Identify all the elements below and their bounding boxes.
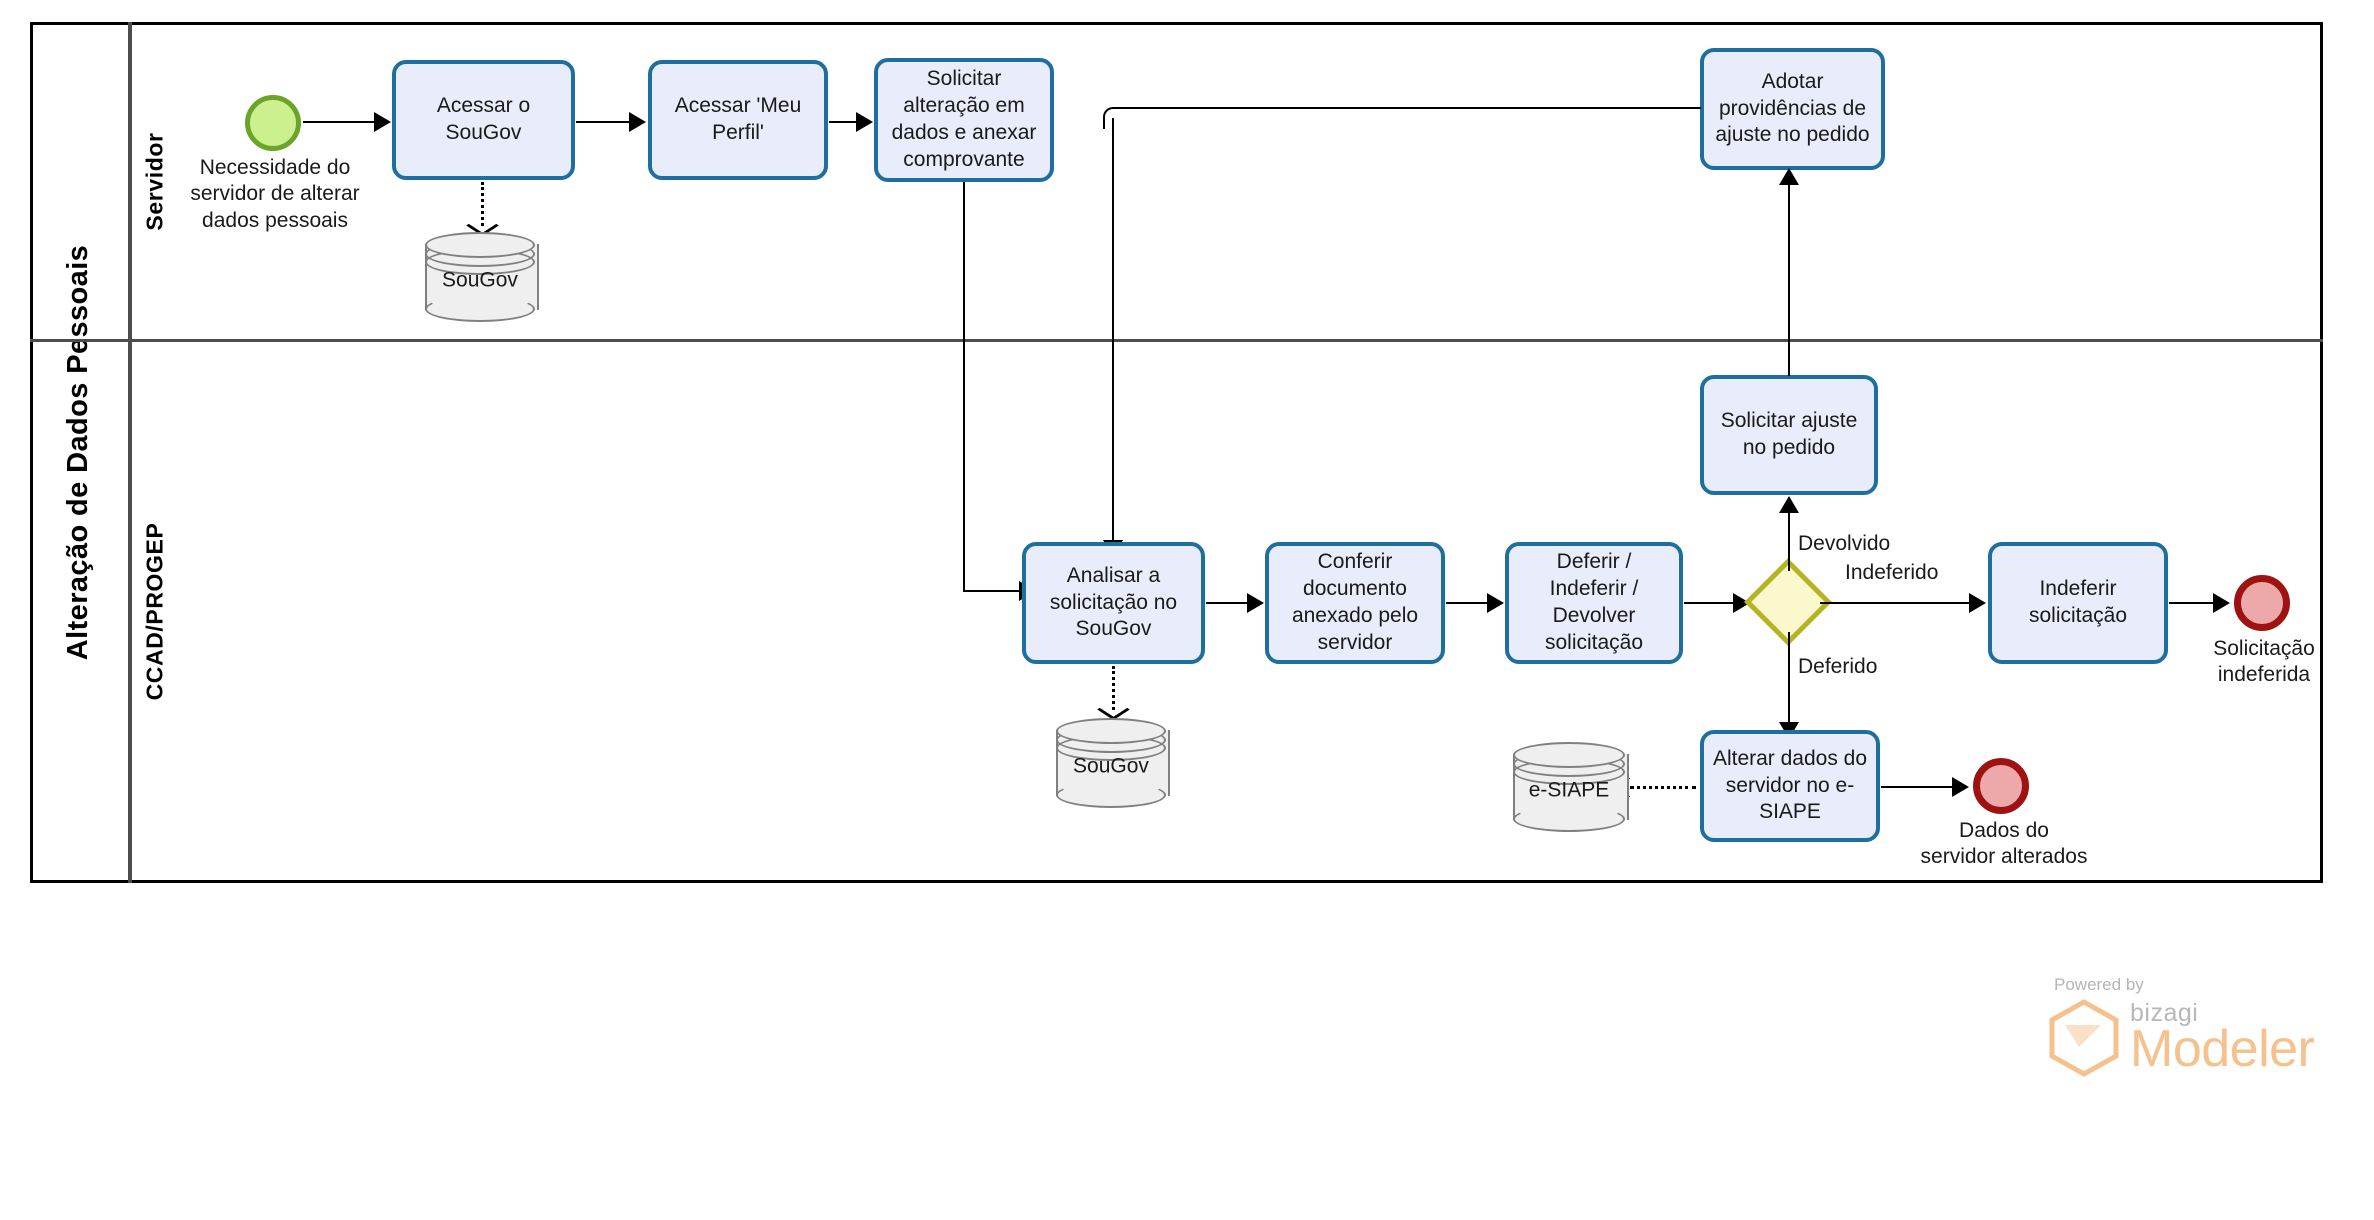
flow-label-indeferido: Indeferido [1845,561,1939,584]
association-acessar-sougov-to-datastore [481,182,484,226]
pool-alteracao-dados-pessoais [30,22,2323,883]
arrowhead [374,112,391,132]
lane-header-servidor: Servidor [131,24,179,339]
flow-gateway-devolvido [1788,508,1790,571]
flow-corner [1103,107,1125,129]
task-indeferir-solicitacao[interactable]: Indeferir solicitação [1988,542,2168,664]
flow-gateway-indeferido [1820,602,1970,604]
flow-solicitar-ajuste-to-adotar [1788,180,1790,376]
end-event-dados-alterados[interactable] [1973,758,2029,814]
task-solicitar-alteracao[interactable]: Solicitar alteração em dados e anexar co… [874,58,1054,182]
task-deferir-indeferir-devolver[interactable]: Deferir / Indeferir / Devolver solicitaç… [1505,542,1683,664]
arrowhead [629,112,646,132]
association-analisar-to-datastore [1112,666,1115,710]
task-conferir-documento[interactable]: Conferir documento anexado pelo servidor [1265,542,1445,664]
arrowhead [856,112,873,132]
flow-meu-perfil-to-solicitar-alteracao [829,121,857,123]
flow-solicitar-to-analisar-vertical [963,182,965,592]
logo-powered-by-text: Powered by [2054,975,2144,994]
flow-conferir-to-deferir [1446,602,1488,604]
bizagi-hexagon-icon [2048,999,2120,1077]
datastore-esiape: e-SIAPE [1513,742,1629,832]
datastore-sougov-top: SouGov [425,232,539,322]
arrowhead [1733,593,1750,613]
arrowhead [1779,496,1799,513]
task-acessar-sougov[interactable]: Acessar o SouGov [392,60,575,180]
datastore-bottom [425,296,535,322]
datastore-ring-1 [1513,742,1625,768]
lane-header-divider [130,22,132,883]
task-acessar-meu-perfil[interactable]: Acessar 'Meu Perfil' [648,60,828,180]
datastore-bottom [1056,782,1166,808]
flow-alterar-to-end [1881,786,1953,788]
datastore-ring-1 [425,232,535,258]
lane-label-servidor: Servidor [141,132,168,231]
flow-start-to-acessar-sougov [303,121,375,123]
task-solicitar-ajuste[interactable]: Solicitar ajuste no pedido [1700,375,1878,495]
datastore-ring-1 [1056,718,1166,744]
association-alterar-to-esiape [1630,786,1696,789]
arrowhead [1779,168,1799,185]
task-alterar-dados-esiape[interactable]: Alterar dados do servidor no e-SIAPE [1700,730,1880,842]
start-event[interactable] [245,95,301,151]
arrowhead [1247,593,1264,613]
arrowhead [1969,593,1986,613]
datastore-label: e-SIAPE [1528,778,1610,802]
logo-bizagi-text: bizagi [2130,999,2199,1027]
flow-deferir-to-gateway [1684,602,1734,604]
datastore-label: SouGov [442,268,518,292]
flow-acessar-sougov-to-meu-perfil [576,121,630,123]
flow-label-devolvido: Devolvido [1798,532,1891,555]
end-event-label-solicitacao-indeferida: Solicitação indeferida [2213,637,2315,687]
datastore-sougov-bottom: SouGov [1056,718,1170,808]
bizagi-logo: Powered by bizagi Modeler [2048,975,2315,1085]
arrowhead [2213,593,2230,613]
arrowhead [1487,593,1504,613]
lane-header-ccad-progep: CCAD/PROGEP [131,342,179,881]
pool-title: Alteração de Dados Pessoais [30,22,130,883]
flow-adotar-to-analisar-horizontal [1113,107,1701,109]
flow-solicitar-to-analisar-horizontal [963,590,1023,592]
flow-analisar-to-conferir [1206,602,1248,604]
end-event-solicitacao-indeferida[interactable] [2234,575,2290,631]
flow-indeferir-to-end [2169,602,2214,604]
start-event-label: Necessidade do servidor de alterar dados… [190,156,360,232]
flow-adotar-to-analisar-vertical [1112,118,1114,546]
datastore-label: SouGov [1073,754,1149,778]
flow-gateway-deferido [1788,632,1790,730]
logo-modeler-text: Modeler [2130,1020,2315,1078]
end-event-label-dados-alterados: Dados do servidor alterados [1920,819,2088,869]
datastore-bottom [1513,806,1625,832]
pool-title-label: Alteração de Dados Pessoais [62,244,95,661]
lane-label-ccad-progep: CCAD/PROGEP [141,522,168,701]
lane-divider [30,339,2323,342]
task-adotar-providencias[interactable]: Adotar providências de ajuste no pedido [1700,48,1885,170]
flow-label-deferido: Deferido [1798,655,1878,678]
task-analisar-solicitacao[interactable]: Analisar a solicitação no SouGov [1022,542,1205,664]
arrowhead [1952,777,1969,797]
